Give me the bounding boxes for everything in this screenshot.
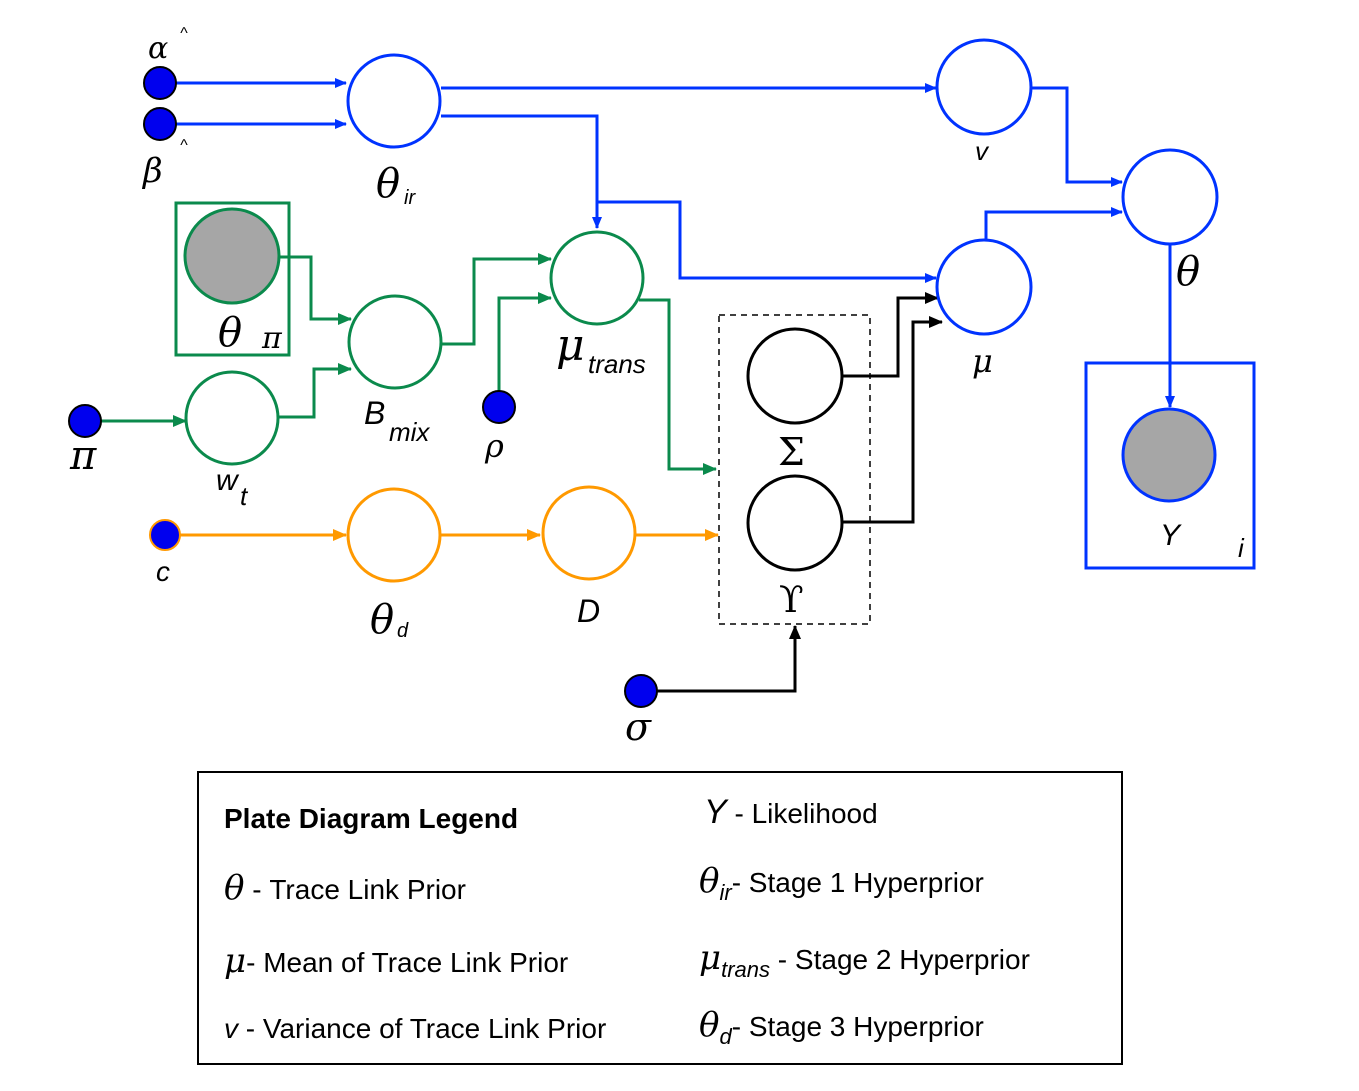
node-c: [149, 519, 181, 551]
legend-subscript: ir: [719, 880, 732, 905]
label-c: c: [156, 556, 170, 587]
node-mu: [935, 238, 1033, 336]
legend-text: - Stage 1 Hyperprior: [731, 867, 984, 898]
legend-symbol: μ: [699, 938, 722, 978]
label-upsilon: ϒ: [779, 580, 804, 621]
node-sigma-cov: [746, 327, 844, 425]
legend-item-y: Y - Likelihood: [704, 793, 878, 832]
node-mu-trans: [549, 230, 645, 326]
edge-theta-ir-to-mu-trans: [441, 114, 602, 229]
node-theta-pi: [183, 207, 281, 305]
label-sigma: σ: [625, 705, 652, 749]
legend-text: - Trace Link Prior: [244, 874, 466, 905]
node-alpha: [143, 66, 177, 100]
label-alpha-hat: ^: [180, 25, 188, 42]
legend-text: - Stage 2 Hyperprior: [770, 944, 1030, 975]
node-y: [1121, 407, 1217, 503]
node-theta-d: [346, 487, 442, 583]
edge-v-to-theta: [1031, 86, 1123, 187]
label-beta: β: [141, 151, 163, 191]
legend-title: Plate Diagram Legend: [224, 803, 519, 834]
node-rho: [482, 390, 516, 424]
label-theta-d: θ: [370, 597, 394, 643]
edge-upsilon-to-mu: [840, 316, 943, 524]
node-v: [935, 38, 1033, 136]
edge-theta-ir-to-mu: [597, 200, 937, 283]
node-pi: [68, 404, 102, 438]
plate-i: [1084, 361, 1256, 570]
label-w-t: w: [216, 464, 240, 497]
label-d: D: [577, 593, 600, 629]
edge-b-mix-to-mu-trans: [441, 253, 552, 346]
label-alpha: α: [148, 31, 168, 66]
legend-symbol: Y: [704, 793, 727, 831]
legend-symbol: θ: [699, 861, 720, 901]
edge-theta-pi-to-b-mix: [278, 255, 352, 325]
label-theta-d-sub: d: [397, 620, 409, 642]
legend-text: - Mean of Trace Link Prior: [246, 947, 569, 978]
legend-box: Plate Diagram Legend θ - Trace Link Prio…: [197, 771, 1123, 1065]
legend-symbol: θ: [224, 868, 245, 908]
legend-item-theta: θ - Trace Link Prior: [224, 868, 466, 908]
legend-symbol: θ: [699, 1005, 720, 1045]
label-plate-i: i: [1238, 533, 1245, 563]
legend-symbol: μ: [224, 941, 247, 981]
node-theta-ir: [346, 53, 442, 149]
label-b-mix-sub: mix: [389, 417, 430, 447]
edge-sigma-cov-to-mu: [840, 292, 939, 378]
label-rho: ρ: [484, 427, 504, 465]
label-w-t-sub: t: [240, 481, 249, 511]
plate-theta-pi: [174, 201, 291, 357]
node-sigma: [624, 674, 658, 708]
legend-item-mu: μ- Mean of Trace Link Prior: [224, 941, 568, 981]
edge-mu-trans-to-cov-plate: [639, 298, 717, 475]
legend-text: - Variance of Trace Link Prior: [238, 1013, 607, 1044]
legend-item-theta-ir: θir- Stage 1 Hyperprior: [699, 861, 984, 906]
label-mu-trans-sub: trans: [588, 349, 646, 379]
legend-symbol: v: [224, 1013, 238, 1044]
node-w-t: [184, 370, 280, 466]
legend-text: - Likelihood: [726, 798, 878, 829]
node-beta: [143, 107, 177, 141]
legend-subscript: d: [719, 1024, 732, 1049]
node-d: [541, 485, 637, 581]
label-mu-trans: μ: [556, 320, 585, 371]
label-theta-pi: θ: [218, 310, 242, 356]
label-mu: μ: [972, 342, 993, 380]
label-pi: π: [69, 433, 97, 479]
legend-item-mu-trans: μtrans - Stage 2 Hyperprior: [699, 938, 1030, 983]
label-v: v: [975, 136, 990, 166]
label-theta-ir: θ: [376, 161, 400, 207]
legend-text: - Stage 3 Hyperprior: [731, 1011, 984, 1042]
edge-mu-to-theta: [984, 207, 1123, 242]
edge-rho-to-mu-trans: [497, 292, 552, 392]
label-theta-ir-sub: ir: [404, 187, 416, 209]
label-beta-hat: ^: [180, 137, 188, 154]
legend-item-v: v - Variance of Trace Link Prior: [224, 1013, 606, 1045]
label-sigma-cov: Σ: [778, 430, 805, 474]
label-theta-pi-plate: π: [261, 321, 283, 356]
node-upsilon: [746, 474, 844, 572]
label-theta: θ: [1176, 249, 1200, 295]
edge-sigma-to-upsilon: [657, 625, 801, 693]
node-b-mix: [347, 294, 443, 390]
label-b-mix: B: [364, 395, 385, 431]
legend-item-theta-d: θd- Stage 3 Hyperprior: [699, 1005, 984, 1050]
edge-w-t-to-b-mix: [278, 363, 352, 419]
legend-subscript: trans: [721, 957, 771, 982]
label-y: Y: [1160, 519, 1182, 552]
node-theta: [1121, 148, 1219, 246]
